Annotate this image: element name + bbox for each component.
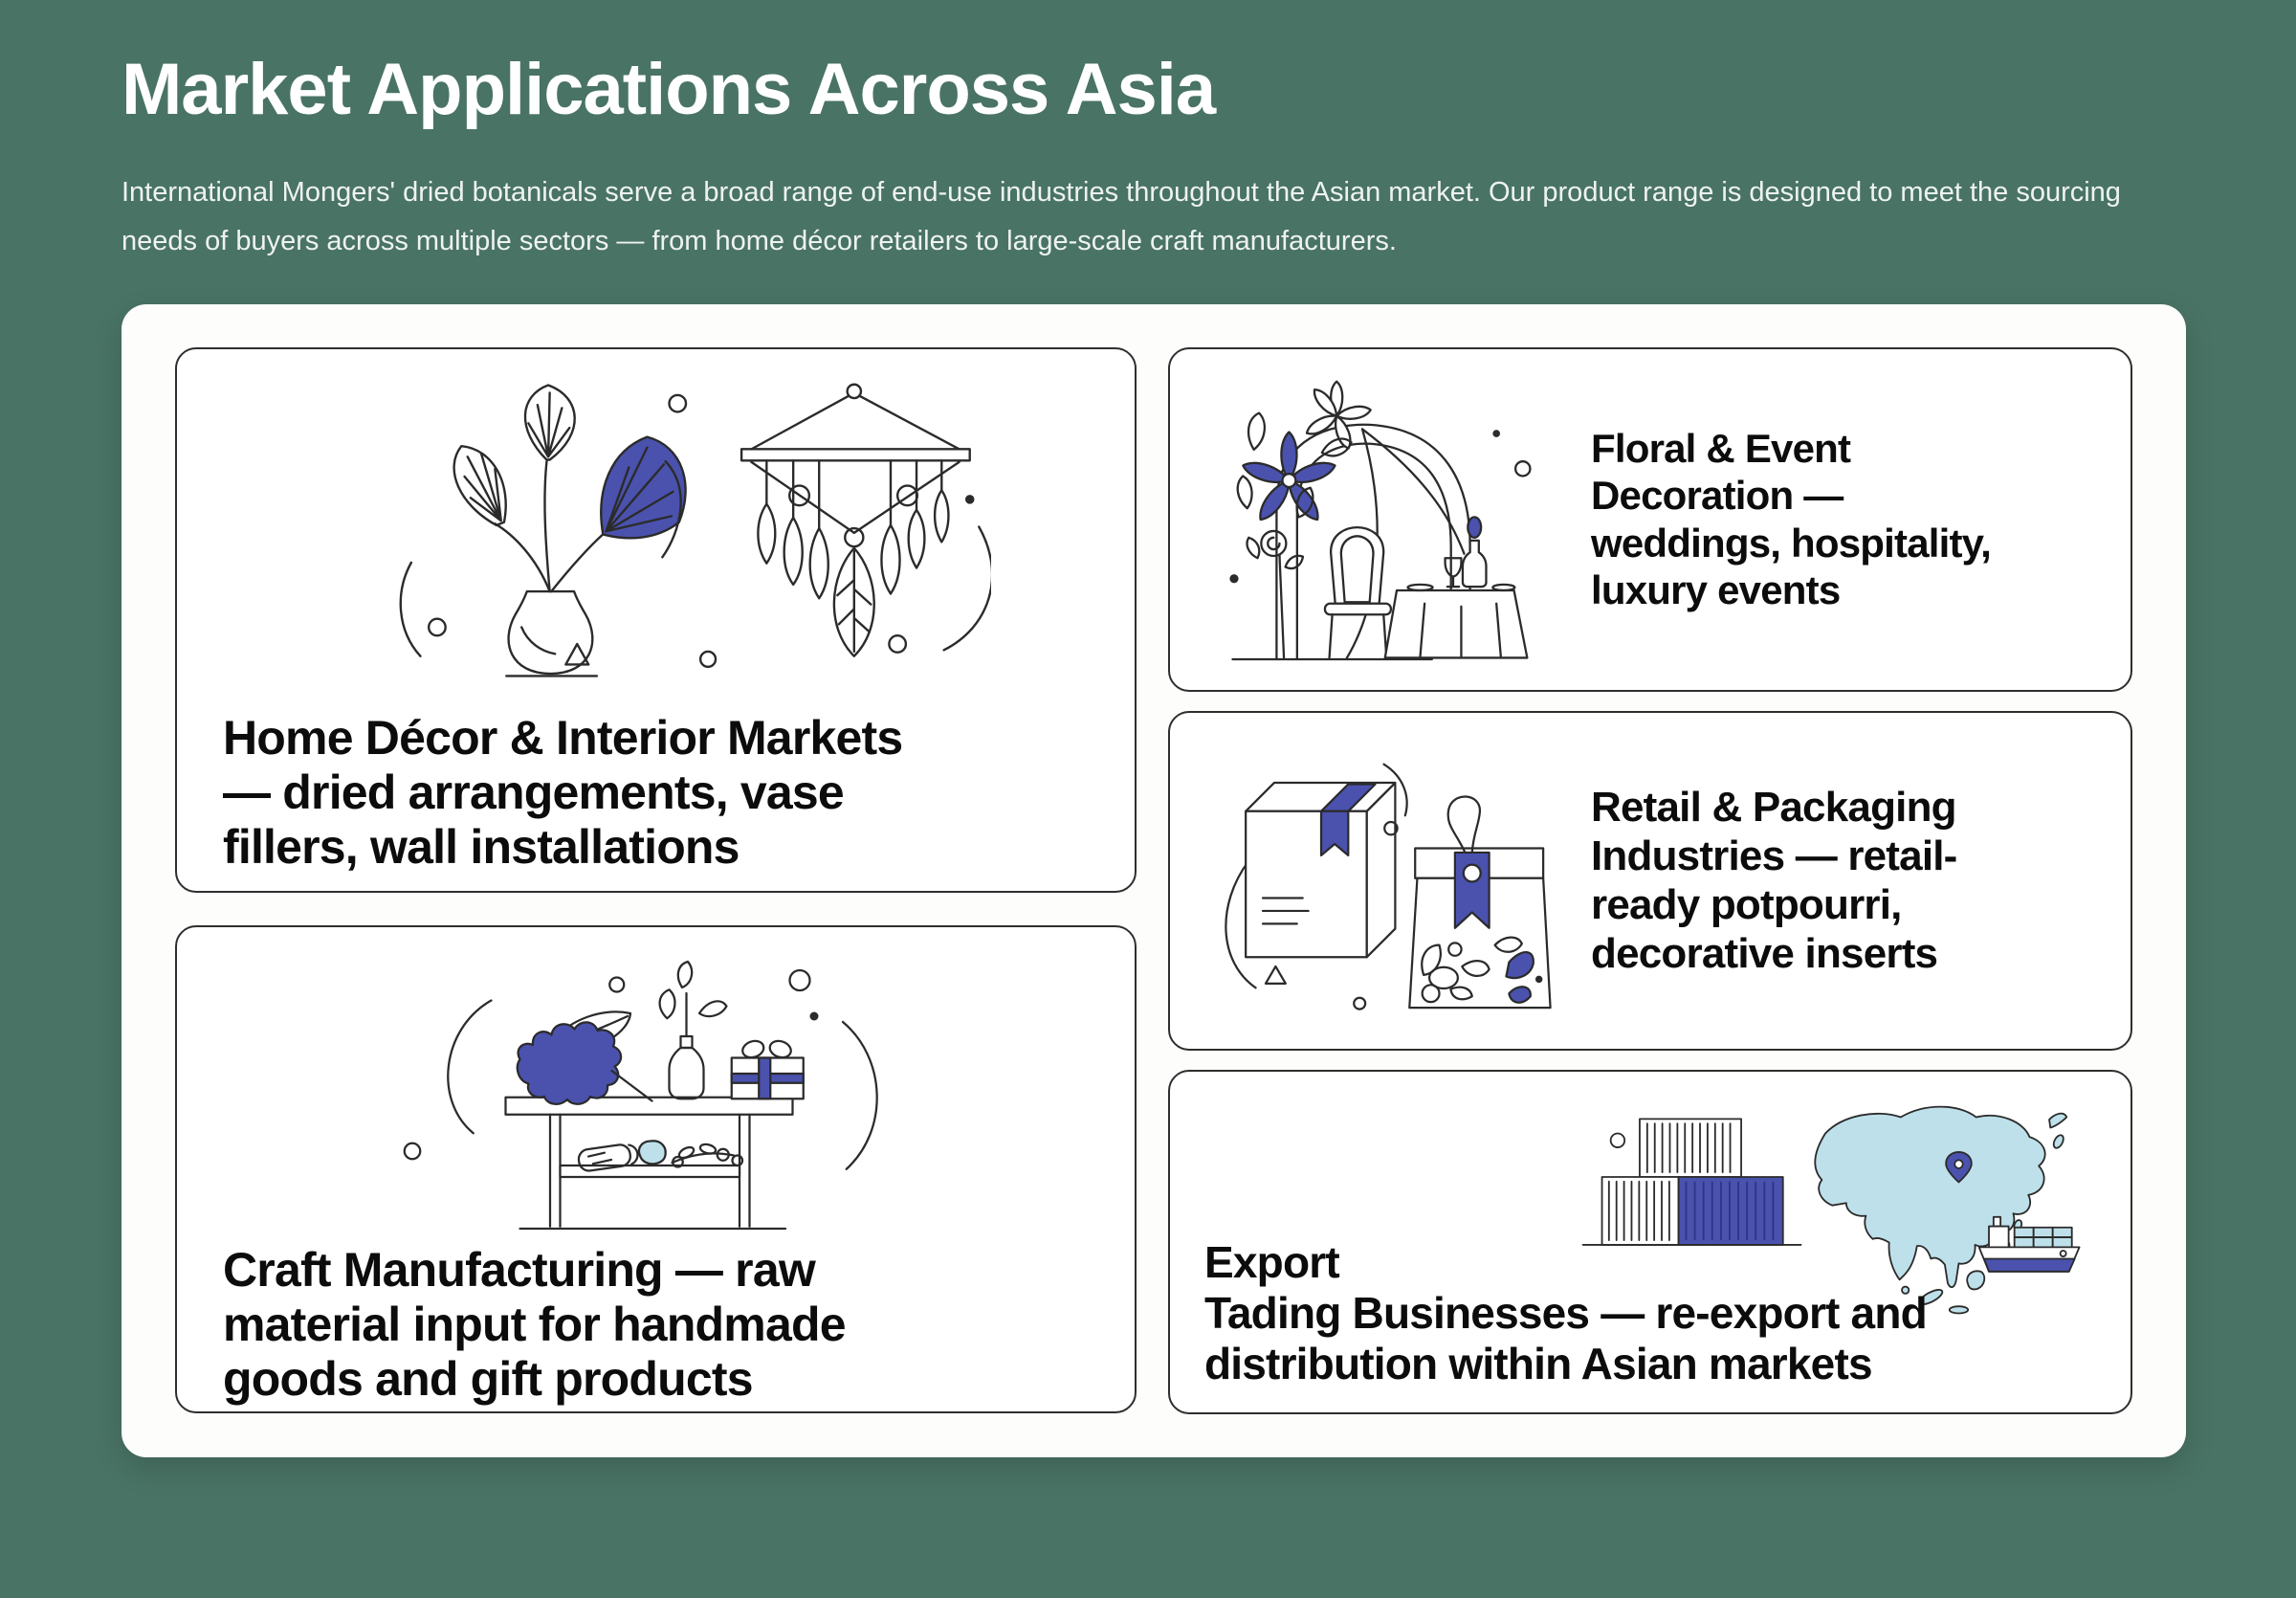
chair-group (1323, 525, 1393, 659)
location-pin-icon (1945, 1150, 1973, 1184)
shelf-items-group (577, 1139, 743, 1172)
card-craft-manufacturing: Craft Manufacturing — raw material input… (175, 924, 1137, 1413)
box-group (1245, 782, 1397, 959)
card-retail-packaging: Retail & Packaging Industries — retail- … (1168, 710, 2132, 1051)
page: Market Applications Across Asia Internat… (121, 49, 2186, 1457)
floral-event-illustration (1212, 362, 1556, 677)
oak-leaf-group (516, 1010, 653, 1105)
stone (637, 1139, 667, 1165)
table-group (1383, 516, 1529, 659)
blue-oak-leaf (516, 1020, 622, 1105)
export-trading-illustration (1553, 1087, 2098, 1320)
card-export-trading: Export Tading Businesses — re-export and… (1168, 1069, 2132, 1414)
card-retail-packaging-title: Retail & Packaging Industries — retail- … (1591, 784, 1957, 978)
page-description: International Mongers' dried botanicals … (121, 176, 2121, 256)
flowers-group (1236, 380, 1372, 659)
wedding-arch-illustration (1229, 380, 1532, 661)
cargo-ship-group (1977, 1215, 2081, 1273)
page-title: Market Applications Across Asia (121, 49, 1216, 130)
gift-box-group (730, 1039, 805, 1100)
bag-group (1408, 795, 1552, 1010)
vase-branch-group (658, 960, 728, 1100)
box-and-bag-illustration (1225, 763, 1552, 1010)
macrame-group (740, 383, 991, 657)
export-illustration (1581, 1105, 2081, 1315)
craft-manufacturing-illustration (341, 950, 972, 1237)
home-decor-illustration (321, 376, 991, 703)
market-applications-panel: Home Décor & Interior Markets — dried ar… (121, 303, 2186, 1457)
containers-group (1581, 1118, 1802, 1246)
card-floral-event-title: Floral & Event Decoration — weddings, ho… (1591, 425, 1992, 613)
right-column: Floral & Event Decoration — weddings, ho… (1168, 346, 2132, 1414)
blue-flower (1242, 431, 1336, 522)
vase-and-macrame-illustration (399, 383, 991, 677)
left-column: Home Décor & Interior Markets — dried ar… (175, 346, 1137, 1414)
card-home-decor: Home Décor & Interior Markets — dried ar… (175, 346, 1137, 893)
workbench-illustration (403, 960, 878, 1230)
retail-packaging-illustration (1204, 727, 1560, 1033)
card-home-decor-title: Home Décor & Interior Markets — dried ar… (223, 710, 903, 874)
vase-group (399, 384, 717, 677)
potpourri-group (1421, 936, 1534, 1004)
blue-bud (1467, 516, 1483, 539)
card-export-trading-title: Export Tading Businesses — re-export and… (1204, 1236, 1928, 1388)
card-craft-manufacturing-title: Craft Manufacturing — raw material input… (223, 1242, 847, 1406)
card-floral-event: Floral & Event Decoration — weddings, ho… (1168, 346, 2132, 692)
